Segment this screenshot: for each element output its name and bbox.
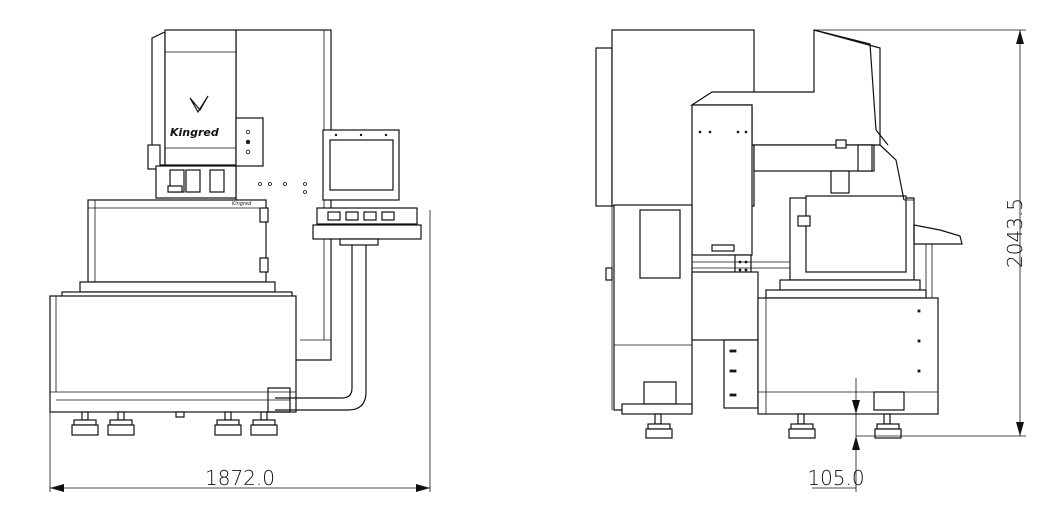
work-tank: Kingred [61, 199, 293, 299]
foot-right-1 [214, 411, 242, 436]
foot-right-2 [250, 411, 278, 436]
dimension-foot: 105.0 [807, 378, 865, 492]
left-cabinet [605, 204, 693, 415]
column-body [691, 104, 753, 276]
work-tank-side [765, 195, 963, 299]
dim-foot-label: 105.0 [807, 466, 864, 490]
dim-width-label: 1872.0 [205, 466, 275, 490]
base-cabinet-side [645, 297, 939, 439]
dimension-height: 2043.5 [814, 29, 1027, 437]
side-foot-3 [874, 413, 902, 439]
foot-left-1 [71, 411, 99, 436]
side-view: 2043.5 105.0 [595, 29, 1027, 492]
upper-arm [689, 29, 881, 194]
dim-height-label: 2043.5 [1003, 198, 1027, 268]
front-view: Kingred Kingred [49, 29, 431, 492]
control-arm [267, 210, 431, 492]
base-cabinet [49, 295, 297, 436]
rear-cover [595, 47, 613, 207]
control-monitor [312, 129, 422, 246]
brand-logo-text: Kingred [170, 126, 219, 139]
z-axis-quill [155, 165, 307, 199]
brand-logo-small: Kingred [232, 201, 252, 207]
side-foot-2 [788, 413, 816, 439]
side-foot-1 [645, 413, 673, 439]
head-housing: Kingred [147, 29, 264, 170]
middle-panel [691, 261, 800, 409]
brand-logo-icon [189, 95, 209, 114]
foot-left-2 [107, 411, 135, 436]
dimension-width: 1872.0 [49, 412, 430, 492]
